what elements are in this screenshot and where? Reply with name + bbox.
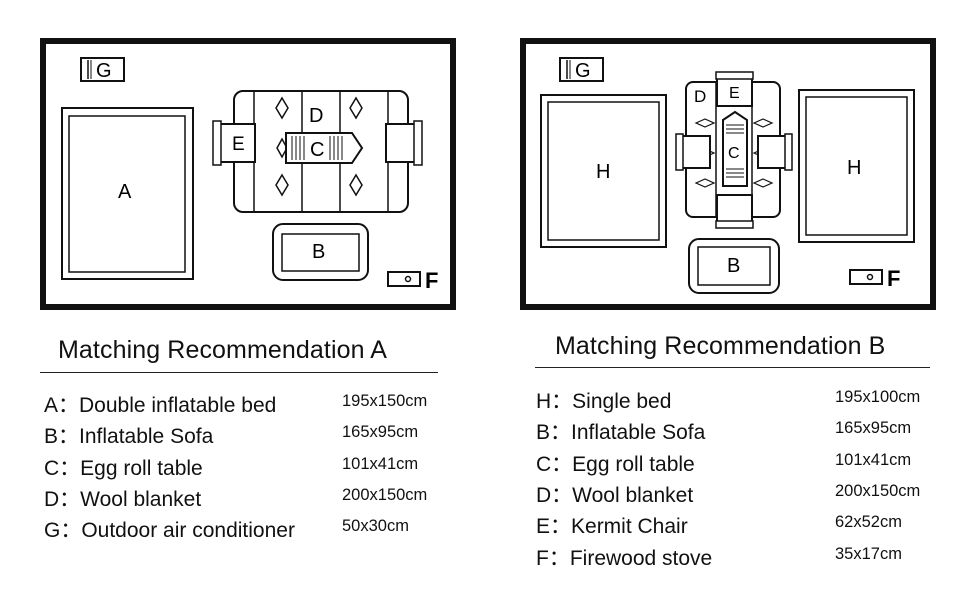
plan-a-item-size: 101x41cm: [342, 455, 419, 473]
double-bed-shape: A: [61, 107, 194, 280]
plan-b-heading: Matching Recommendation B: [555, 332, 886, 360]
plan-b-label-c: C: [728, 145, 740, 162]
plan-b-label-e: E: [729, 85, 740, 102]
air-conditioner-icon: G: [559, 57, 604, 82]
plan-b-item-label: H：Single bed: [536, 390, 672, 413]
plan-b-item-label: C：Egg roll table: [536, 453, 695, 476]
firewood-stove-icon: F: [849, 266, 900, 291]
single-bed-right-shape: H: [798, 89, 915, 243]
firewood-stove-icon: F: [387, 268, 438, 293]
plan-a-item-size: 50x30cm: [342, 517, 409, 535]
kermit-chair-top-shape: E: [715, 71, 754, 107]
plan-b-item-label: E：Kermit Chair: [536, 515, 688, 538]
plan-a-label-e: E: [232, 134, 245, 155]
plan-b-heading-underline: [535, 367, 930, 368]
plan-b-label-h2: H: [847, 157, 861, 179]
plan-a-heading-underline: [40, 372, 438, 373]
plan-a-item-label: A：Double inflatable bed: [44, 394, 277, 417]
plan-b-label-h: H: [596, 161, 610, 183]
plan-a-label-c: C: [310, 139, 324, 161]
inflatable-sofa-shape: B: [688, 238, 780, 294]
plan-b-label-b: B: [727, 255, 740, 277]
plan-a-label-b: B: [312, 241, 325, 263]
kermit-chair-left-shape: [675, 133, 711, 171]
single-bed-left-shape: H: [540, 94, 667, 248]
plan-a-item-size: 195x150cm: [342, 392, 428, 410]
plan-a-item-label: G：Outdoor air conditioner: [44, 519, 295, 542]
kermit-chair-left-shape: E: [212, 120, 256, 166]
plan-b-item-size: 101x41cm: [835, 451, 912, 469]
plan-b-item-size: 35x17cm: [835, 545, 902, 563]
plan-b-label-g: G: [575, 60, 591, 82]
plan-a-item-label: C：Egg roll table: [44, 457, 203, 480]
plan-b-item-size: 195x100cm: [835, 388, 921, 406]
air-conditioner-icon: G: [80, 57, 125, 82]
plan-a-item-size: 165x95cm: [342, 423, 419, 441]
plan-b-item-label: B：Inflatable Sofa: [536, 421, 706, 444]
kermit-chair-right-shape: [757, 133, 793, 171]
plan-a-label-a: A: [118, 181, 132, 203]
plan-b-item-size: 200x150cm: [835, 482, 921, 500]
plan-a-label-d: D: [309, 105, 323, 127]
plan-a-item-label: B：Inflatable Sofa: [44, 425, 214, 448]
plan-a-label-f: F: [425, 268, 438, 293]
kermit-chair-bottom-shape: [715, 194, 754, 229]
kermit-chair-right-shape: [385, 120, 423, 166]
plan-b-label-d: D: [694, 87, 706, 106]
plan-a-label-g: G: [96, 60, 112, 82]
plan-b-item-label: D：Wool blanket: [536, 484, 694, 507]
plan-b-item-size: 165x95cm: [835, 419, 912, 437]
plan-a-item-size: 200x150cm: [342, 486, 428, 504]
egg-roll-table-shape: C: [285, 132, 364, 164]
plan-b-item-label: F：Firewood stove: [536, 547, 713, 570]
inflatable-sofa-shape: B: [272, 223, 369, 281]
plan-b-label-f: F: [887, 266, 900, 291]
egg-roll-table-shape: C: [722, 110, 748, 187]
plan-a-item-label: D：Wool blanket: [44, 488, 202, 511]
plan-b-item-size: 62x52cm: [835, 513, 902, 531]
plan-a-heading: Matching Recommendation A: [58, 336, 388, 364]
